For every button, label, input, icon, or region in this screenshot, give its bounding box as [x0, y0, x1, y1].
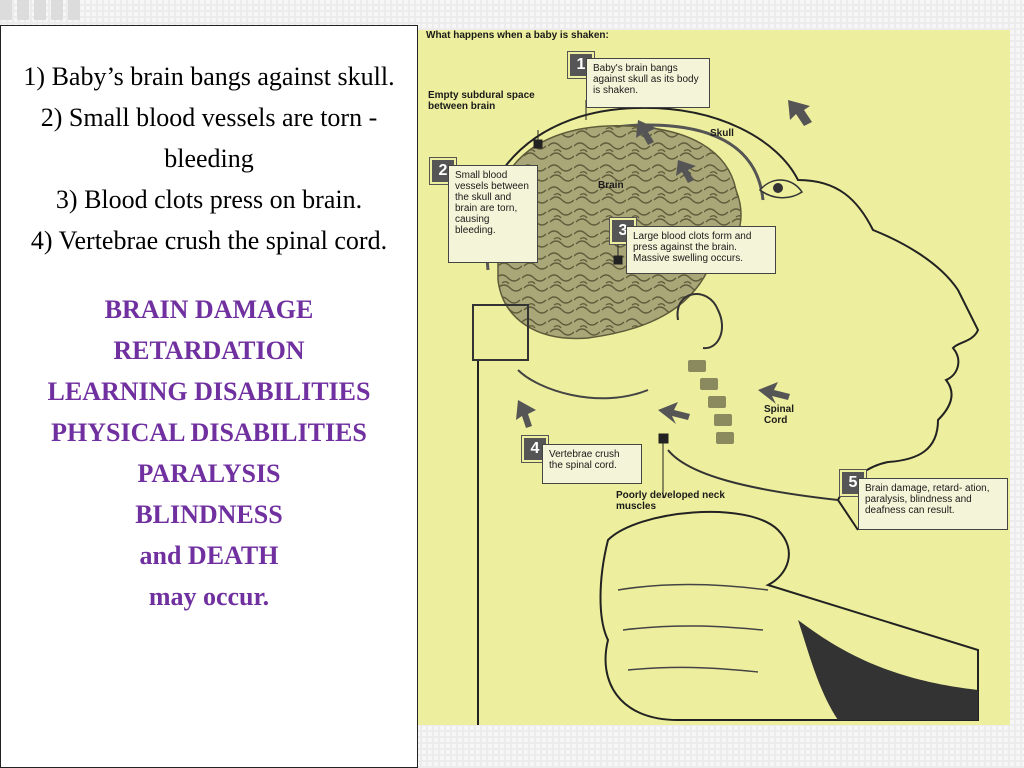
step-item: 2) Small blood vessels are torn - bleedi… [40, 103, 378, 173]
forearm-shading [798, 620, 978, 720]
text-panel: 1) Baby’s brain bangs against skull. 2) … [0, 25, 418, 768]
callout-box: Vertebrae crush the spinal cord. [542, 444, 642, 484]
effect-item: LEARNING DISABILITIES [47, 377, 371, 406]
label-neck-muscles: Poorly developed neck muscles [616, 490, 725, 512]
spine-vertebrae [688, 360, 734, 444]
subdural-inset [472, 304, 529, 361]
neck-front [667, 449, 839, 501]
steps-list: 1) Baby’s brain bangs against skull. 2) … [1, 56, 417, 261]
step-item: 4) Vertebrae crush the spinal cord. [30, 226, 388, 255]
callout-box: Small blood vessels between the skull an… [448, 165, 538, 263]
callout-box: Baby's brain bangs against skull as its … [586, 58, 710, 108]
effect-item: PARALYSIS [137, 459, 281, 488]
effect-item: RETARDATION [113, 336, 305, 365]
label-skull: Skull [710, 128, 734, 139]
effect-item: BLINDNESS [135, 500, 283, 529]
label-spinal-cord: Spinal Cord [764, 404, 795, 426]
effect-item: PHYSICAL DISABILITIES [51, 418, 367, 447]
step-item: 3) Blood clots press on brain. [55, 185, 363, 214]
effect-item: BRAIN DAMAGE [104, 295, 314, 324]
diagram-title: What happens when a baby is shaken: [426, 30, 609, 41]
label-brain: Brain [598, 180, 624, 191]
neck-back [517, 369, 649, 400]
effects-list: BRAIN DAMAGE RETARDATION LEARNING DISABI… [1, 289, 417, 617]
callout-box: Large blood clots form and press against… [626, 226, 776, 274]
effect-item: may occur. [148, 582, 270, 611]
ear-icon [676, 293, 723, 350]
motion-arrows [516, 100, 812, 428]
label-empty-space: Empty subdural space between brain [428, 90, 535, 112]
step-item: 1) Baby’s brain bangs against skull. [23, 62, 395, 91]
callout-box: Brain damage, retard- ation, paralysis, … [858, 478, 1008, 530]
slide-decoration [0, 0, 90, 20]
effect-item: and DEATH [139, 541, 279, 570]
shaken-baby-diagram: What happens when a baby is shaken: Empt… [418, 30, 1010, 725]
